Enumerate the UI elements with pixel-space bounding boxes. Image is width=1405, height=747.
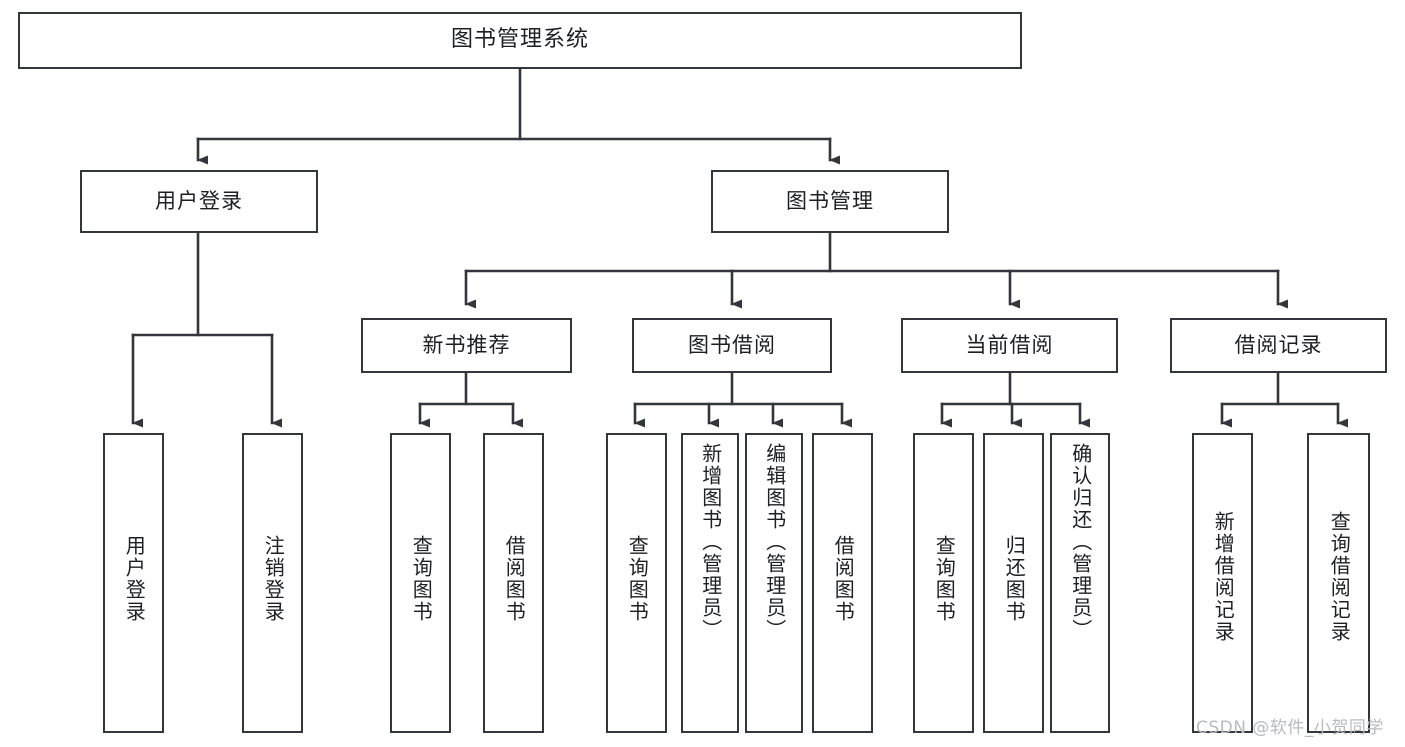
node-leaf-borrow-book-recommend[interactable]: 借阅图书 <box>483 433 544 733</box>
node-label: 确认归还（管理员） <box>1068 443 1093 641</box>
node-label: 新增借阅记录 <box>1211 511 1236 643</box>
node-book-management[interactable]: 图书管理 <box>711 170 949 233</box>
node-leaf-add-borrow-record[interactable]: 新增借阅记录 <box>1192 433 1253 733</box>
node-leaf-user-login[interactable]: 用户登录 <box>103 433 164 733</box>
node-label: 查询图书 <box>625 535 650 623</box>
node-label: 当前借阅 <box>965 332 1054 357</box>
node-label: 编辑图书（管理员） <box>762 443 787 641</box>
node-label: 借阅图书 <box>831 535 856 623</box>
node-label: 图书借阅 <box>688 332 776 357</box>
node-borrow-record[interactable]: 借阅记录 <box>1170 318 1387 373</box>
node-root-book-management-system[interactable]: 图书管理系统 <box>18 12 1022 69</box>
node-label: 新书推荐 <box>422 332 511 357</box>
node-label: 用户登录 <box>155 188 243 213</box>
node-leaf-query-book-current[interactable]: 查询图书 <box>913 433 974 733</box>
node-book-borrow[interactable]: 图书借阅 <box>632 318 832 373</box>
node-label: 查询图书 <box>932 535 957 623</box>
node-leaf-edit-book-admin[interactable]: 编辑图书（管理员） <box>745 433 803 733</box>
node-leaf-logout[interactable]: 注销登录 <box>242 433 303 733</box>
node-current-borrow[interactable]: 当前借阅 <box>901 318 1118 373</box>
node-leaf-confirm-return-admin[interactable]: 确认归还（管理员） <box>1050 433 1110 733</box>
node-leaf-query-borrow-record[interactable]: 查询借阅记录 <box>1307 433 1370 733</box>
node-label: 新增图书（管理员） <box>698 443 723 641</box>
node-leaf-add-book-admin[interactable]: 新增图书（管理员） <box>681 433 739 733</box>
node-label: 借阅图书 <box>502 535 527 623</box>
csdn-watermark: CSDN @软件_小贺同学 <box>1196 718 1384 738</box>
node-leaf-query-book-borrow[interactable]: 查询图书 <box>606 433 667 733</box>
node-label: 归还图书 <box>1002 535 1027 623</box>
node-label: 查询图书 <box>409 535 434 623</box>
node-label: 用户登录 <box>122 535 147 623</box>
node-label: 借阅记录 <box>1234 332 1323 357</box>
node-leaf-borrow-book[interactable]: 借阅图书 <box>812 433 873 733</box>
node-leaf-return-book[interactable]: 归还图书 <box>983 433 1044 733</box>
node-label: 图书管理系统 <box>450 27 589 53</box>
node-new-book-recommend[interactable]: 新书推荐 <box>361 318 572 373</box>
node-label: 图书管理 <box>786 188 874 213</box>
node-label: 注销登录 <box>261 535 286 623</box>
node-leaf-query-book-recommend[interactable]: 查询图书 <box>390 433 451 733</box>
node-user-login[interactable]: 用户登录 <box>80 170 318 233</box>
node-label: 查询借阅记录 <box>1327 511 1352 643</box>
